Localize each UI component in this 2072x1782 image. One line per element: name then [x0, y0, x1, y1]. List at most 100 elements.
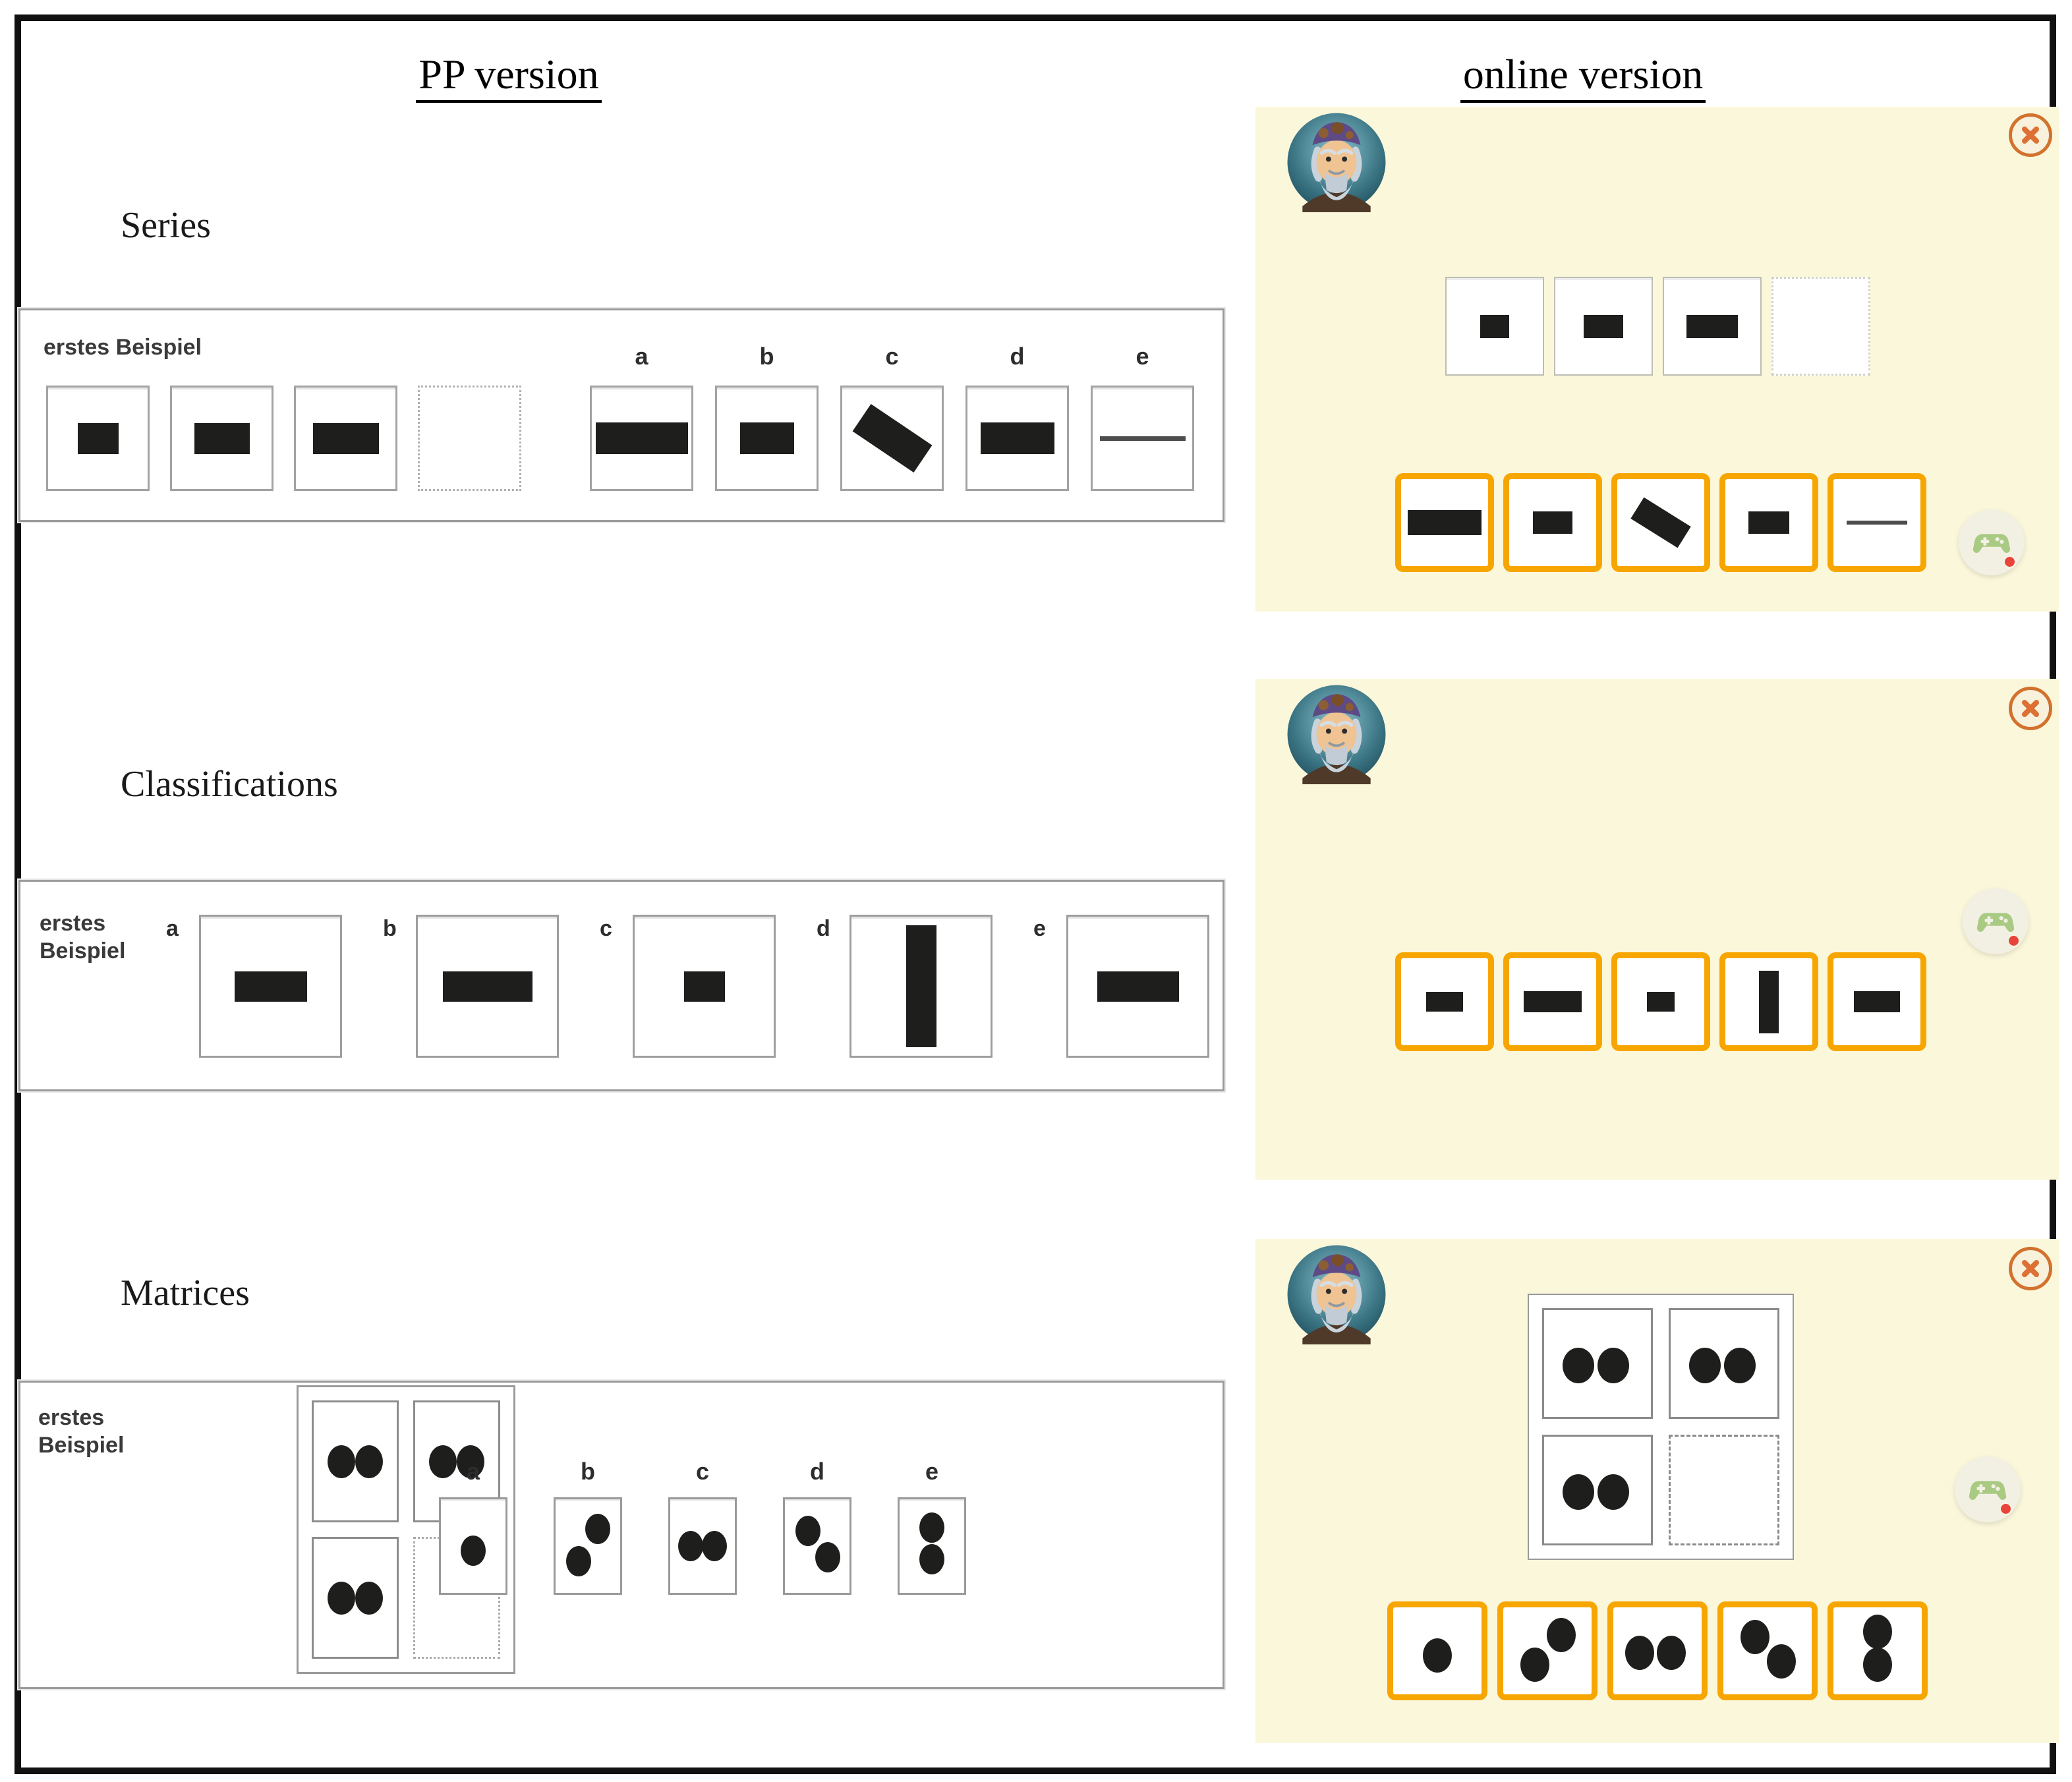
empty-answer-slot: [1771, 277, 1870, 376]
classifications-online-option[interactable]: [1611, 952, 1710, 1051]
matrices-pp-option-cell: [668, 1497, 737, 1595]
black-rectangle-shape: [1759, 970, 1779, 1033]
series-pp-options-row: [590, 386, 1194, 491]
classifications-online-option[interactable]: [1395, 952, 1494, 1051]
series-online-sequence-row: [1445, 277, 1870, 376]
classifications-online-option[interactable]: [1719, 952, 1818, 1051]
matrices-online-options-row: [1387, 1601, 1928, 1700]
matrices-pp-options-row: [439, 1497, 966, 1595]
series-online-option[interactable]: [1719, 473, 1818, 572]
black-rectangle-shape: [906, 925, 936, 1047]
series-online-sequence-cell: [1663, 277, 1762, 376]
series-online-option[interactable]: [1611, 473, 1710, 572]
matrices-example-label: erstes Beispiel: [38, 1405, 125, 1458]
black-dot-shape: [1520, 1648, 1550, 1682]
black-dot-shape: [1625, 1635, 1655, 1670]
series-pp-option-cell: [840, 386, 944, 491]
black-rectangle-shape: [1748, 511, 1789, 534]
black-rectangle-shape: [1854, 991, 1900, 1012]
classifications-pp-option-cell: [199, 915, 342, 1058]
dots-group: [1503, 1607, 1592, 1694]
series-online-option[interactable]: [1827, 473, 1926, 572]
gamepad-button[interactable]: [1963, 888, 2029, 954]
close-x-glyph: [2022, 700, 2039, 717]
avatar: [1286, 112, 1387, 212]
matrices-online-option[interactable]: [1497, 1601, 1597, 1700]
matrices-online-option[interactable]: [1607, 1601, 1708, 1700]
letter-option-pair: d: [817, 915, 993, 1058]
black-rectangle-shape: [1584, 314, 1623, 338]
series-pp-sequence-row: [46, 386, 521, 491]
black-dot-shape: [1562, 1474, 1594, 1510]
black-rectangle-shape: [595, 422, 688, 454]
black-dot-shape: [1724, 1348, 1756, 1384]
dots-group: [1544, 1310, 1651, 1417]
matrices-online-matrix-cell: [1542, 1435, 1653, 1545]
black-dot-shape: [795, 1516, 821, 1547]
classifications-online-option[interactable]: [1827, 952, 1926, 1051]
wizard-avatar-graphic: [1287, 1245, 1386, 1344]
black-rectangle-shape: [234, 971, 307, 1002]
matrices-online-option[interactable]: [1827, 1601, 1928, 1700]
black-dot-shape: [566, 1545, 592, 1576]
online-panel-classifications: [1255, 679, 2059, 1180]
black-dot-shape: [1597, 1348, 1630, 1384]
series-online-options-row: [1395, 473, 1926, 572]
option-letter: c: [600, 916, 612, 941]
black-dot-shape: [678, 1531, 704, 1561]
matrices-pp-option-cell: [898, 1497, 966, 1595]
red-notification-dot: [1999, 1502, 2013, 1516]
option-letter: b: [759, 343, 774, 370]
classifications-online-option[interactable]: [1503, 952, 1602, 1051]
option-letter: a: [166, 916, 179, 941]
black-rectangle-shape: [1097, 971, 1179, 1002]
dots-group: [1833, 1607, 1922, 1694]
classifications-pp-option-cell: [849, 915, 993, 1058]
option-letter: e: [925, 1458, 939, 1485]
black-rectangle-shape: [683, 971, 725, 1002]
black-rectangle-shape: [739, 422, 794, 454]
dots-group: [1544, 1437, 1651, 1543]
avatar: [1286, 684, 1387, 784]
dots-group: [415, 1402, 498, 1520]
dots-group: [441, 1499, 505, 1593]
matrices-pp-option-cell: [783, 1497, 851, 1595]
series-pp-option-cell: [965, 386, 1069, 491]
black-dot-shape: [457, 1445, 485, 1478]
gamepad-button[interactable]: [1955, 1456, 2021, 1522]
close-button[interactable]: [2009, 1247, 2052, 1290]
black-dot-shape: [355, 1445, 384, 1478]
matrices-online-option[interactable]: [1387, 1601, 1487, 1700]
classifications-pp-option-cell: [1066, 915, 1209, 1058]
series-pp-sequence-cell: [46, 386, 150, 491]
close-button[interactable]: [2009, 687, 2052, 730]
option-letter: e: [1033, 916, 1046, 941]
thin-line-shape: [1847, 521, 1907, 525]
gamepad-button[interactable]: [1959, 509, 2025, 575]
black-dot-shape: [1657, 1635, 1686, 1670]
empty-answer-slot: [418, 386, 521, 491]
gamepad-glyph: [1972, 534, 2011, 553]
gamepad-glyph: [1976, 913, 2015, 932]
online-column-title-text: online version: [1460, 51, 1706, 103]
series-pp-option-cell: [1091, 386, 1194, 491]
black-rectangle-shape: [194, 422, 250, 454]
series-online-option[interactable]: [1503, 473, 1602, 572]
dots-group: [900, 1499, 964, 1593]
section-label-matrices: Matrices: [121, 1273, 250, 1313]
matrices-online-option[interactable]: [1717, 1601, 1818, 1700]
black-dot-shape: [919, 1543, 944, 1574]
pp-column-title: PP version: [304, 50, 713, 103]
black-rectangle-shape: [852, 403, 932, 473]
black-rectangle-shape: [77, 422, 119, 454]
dots-group: [1671, 1310, 1777, 1417]
wizard-avatar-graphic: [1287, 685, 1386, 784]
series-online-option[interactable]: [1395, 473, 1494, 572]
black-rectangle-shape: [1524, 991, 1582, 1012]
dots-group: [314, 1539, 397, 1657]
close-button[interactable]: [2009, 113, 2052, 157]
red-notification-dot: [2003, 555, 2017, 569]
black-dot-shape: [1547, 1618, 1576, 1653]
